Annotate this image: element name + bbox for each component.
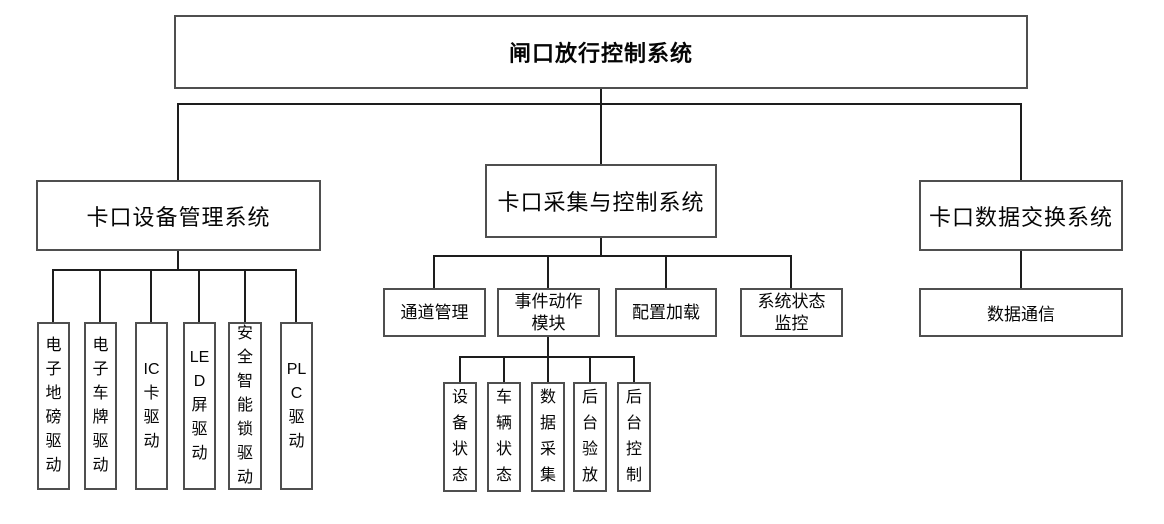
node-driver-electronic-plate: 电子车牌驱动 <box>84 322 117 490</box>
connector-drop-data-exchange <box>1020 103 1022 180</box>
node-data-communication: 数据通信 <box>919 288 1123 337</box>
connector-drop-driver-5 <box>244 269 246 322</box>
connector-root-stub <box>600 89 602 105</box>
connector-drop-channel-mgmt <box>433 255 435 288</box>
connector-drop-data-collect <box>547 356 549 382</box>
node-backend-verification: 后台验放 <box>573 382 607 492</box>
connector-drop-device-status <box>459 356 461 382</box>
connector-drop-device-mgmt <box>177 103 179 180</box>
node-config-loading: 配置加载 <box>615 288 717 337</box>
connector-drop-config-load <box>665 255 667 288</box>
connector-drop-backend-verify <box>589 356 591 382</box>
node-data-exchange-system: 卡口数据交换系统 <box>919 180 1123 251</box>
connector-collect-ctrl-stub <box>600 238 602 255</box>
node-data-collection: 数据采集 <box>531 382 565 492</box>
node-backend-control: 后台控制 <box>617 382 651 492</box>
node-collect-control-system: 卡口采集与控制系统 <box>485 164 717 238</box>
node-channel-management: 通道管理 <box>383 288 486 337</box>
node-driver-led-screen: LED屏驱动 <box>183 322 216 490</box>
connector-drop-driver-1 <box>52 269 54 322</box>
connector-drop-driver-4 <box>198 269 200 322</box>
connector-drop-collect-ctrl <box>600 103 602 164</box>
connector-drop-data-comm <box>1020 251 1022 288</box>
connector-level2-bus <box>177 103 1022 105</box>
node-driver-smart-lock: 安全智能锁驱动 <box>228 322 262 490</box>
connector-drop-sys-status <box>790 255 792 288</box>
node-driver-ic-card: IC卡驱动 <box>135 322 168 490</box>
node-device-management-system: 卡口设备管理系统 <box>36 180 321 251</box>
connector-drivers-bus <box>52 269 297 271</box>
connector-event-action-stub <box>547 337 549 356</box>
connector-drop-driver-2 <box>99 269 101 322</box>
connector-drop-event-action <box>547 255 549 288</box>
node-system-status-monitor: 系统状态 监控 <box>740 288 843 337</box>
connector-device-mgmt-stub <box>177 251 179 269</box>
connector-modules-bus <box>433 255 792 257</box>
node-event-action-module: 事件动作 模块 <box>497 288 600 337</box>
connector-drop-vehicle-status <box>503 356 505 382</box>
node-driver-plc: PLC驱动 <box>280 322 313 490</box>
node-gate-release-control-system: 闸口放行控制系统 <box>174 15 1028 89</box>
node-vehicle-status: 车辆状态 <box>487 382 521 492</box>
node-driver-electronic-weighbridge: 电子地磅驱动 <box>37 322 70 490</box>
connector-drop-driver-6 <box>295 269 297 322</box>
connector-drop-backend-control <box>633 356 635 382</box>
node-device-status: 设备状态 <box>443 382 477 492</box>
connector-drop-driver-3 <box>150 269 152 322</box>
